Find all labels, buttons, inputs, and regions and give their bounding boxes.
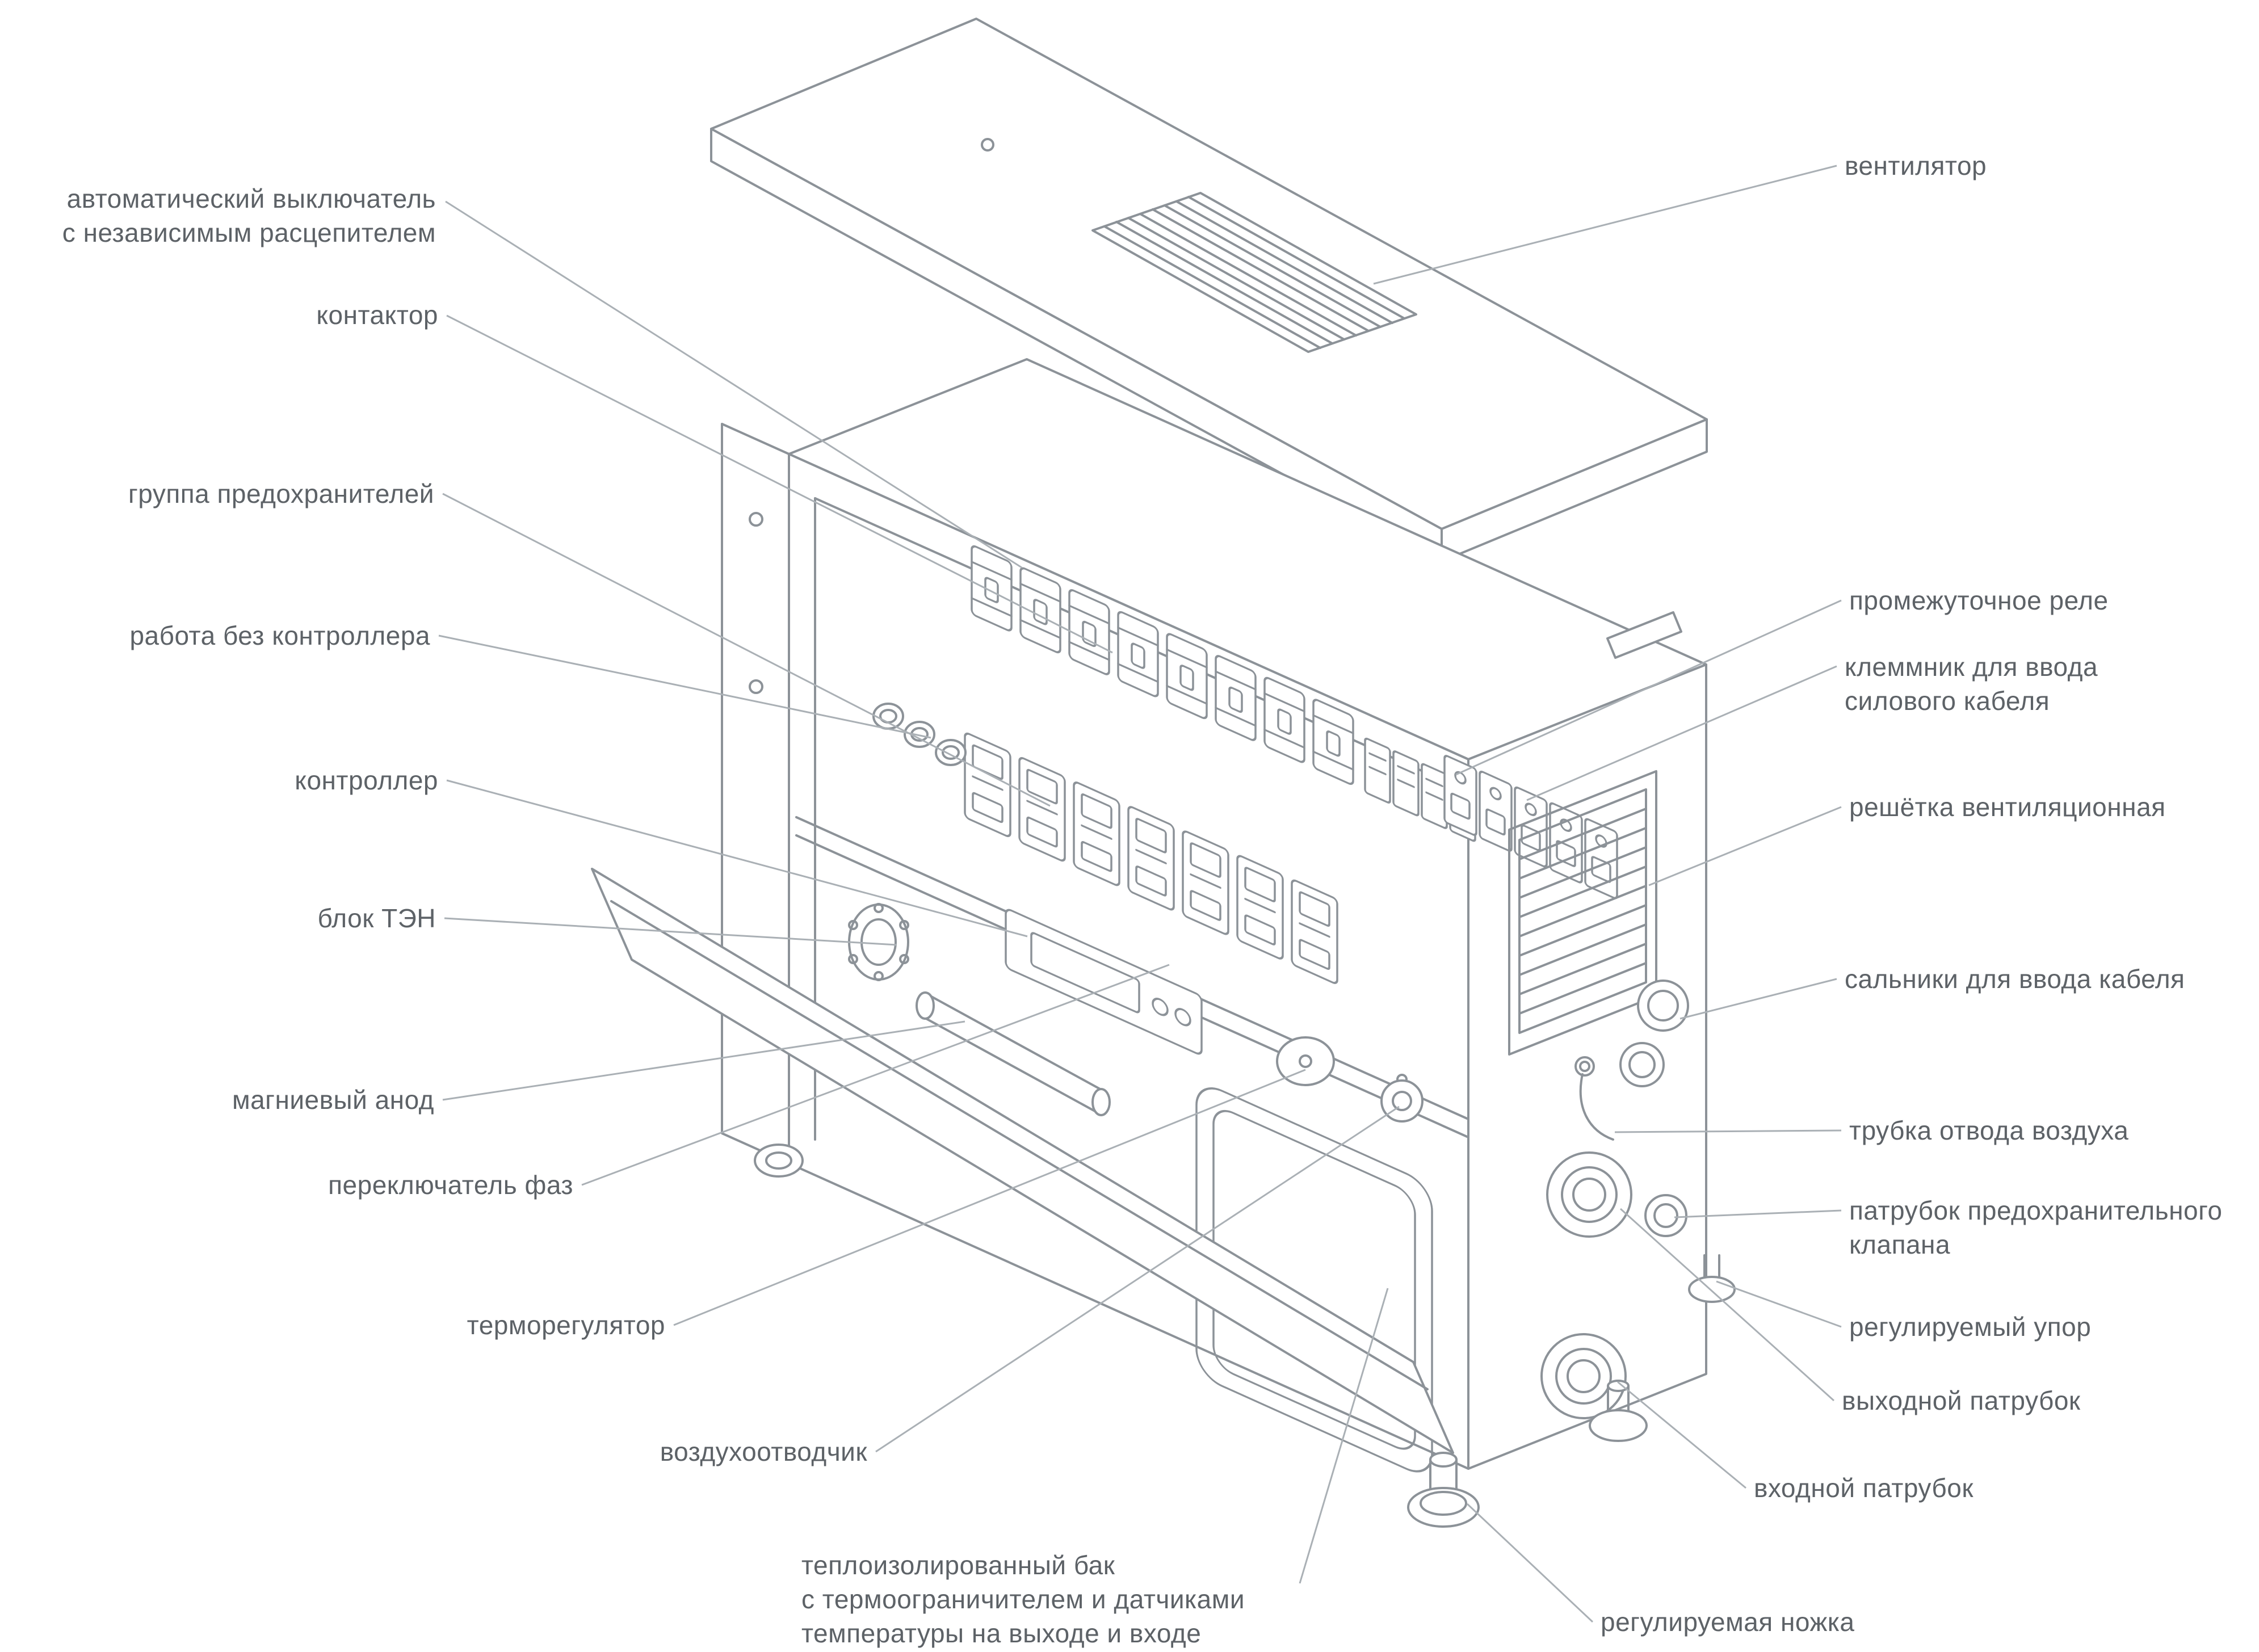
leader-tank: [1299, 1288, 1389, 1584]
outlet-pipe-stub: [1546, 1151, 1632, 1238]
leader-avtomat: [445, 200, 1022, 569]
leader-lines: [438, 165, 1842, 1623]
cable-glands: [1574, 980, 1689, 1087]
leader-controller: [446, 779, 1028, 938]
leader-fuses: [442, 493, 1051, 807]
label-thermostat: терморегулятор: [467, 1310, 665, 1340]
label-air-vent: воздухоотводчик: [660, 1437, 867, 1466]
label-no-controller: работа без контроллера: [129, 621, 430, 650]
tank-front: [1195, 1087, 1433, 1473]
label-relay: промежуточное реле: [1849, 586, 2109, 615]
label-fuses: группа предохранителей: [128, 479, 434, 508]
rear-foot: [1589, 1380, 1648, 1442]
leader-anode: [442, 1020, 965, 1101]
label-adj-foot: регулируемая ножка: [1601, 1607, 1855, 1637]
label-avtomat: автоматический выключатель с независимым…: [62, 184, 436, 247]
safety-valve-pipe: [1644, 1194, 1687, 1237]
cabinet: [591, 18, 1736, 1528]
leader-glands: [1679, 978, 1837, 1020]
leader-ten-block: [444, 917, 897, 946]
leader-air-vent: [875, 1105, 1400, 1453]
leader-outlet-pipe: [1619, 1208, 1835, 1402]
label-controller: контроллер: [295, 766, 438, 795]
leader-air-tube: [1614, 1129, 1842, 1133]
label-anode: магниевый анод: [232, 1085, 434, 1115]
adjustable-foot: [1407, 1452, 1480, 1528]
label-fan: вентилятор: [1845, 151, 1987, 180]
controller-module: [1005, 909, 1203, 1055]
leader-adj-stop: [1716, 1280, 1842, 1328]
label-ten-block: блок ТЭН: [317, 903, 436, 933]
leader-vent-grille: [1648, 806, 1842, 886]
leader-phase-switch: [581, 964, 1170, 1186]
anode-rod: [916, 991, 1111, 1116]
label-kontaktor: контактор: [316, 300, 438, 330]
inlet-pipe-stub: [1540, 1333, 1627, 1419]
handle-slot: [1606, 611, 1682, 659]
leader-thermostat: [673, 1069, 1306, 1326]
label-air-tube: трубка отвода воздуха: [1849, 1116, 2129, 1145]
label-safety-pipe: патрубок предохранительного клапана: [1849, 1196, 2223, 1259]
leader-terminal: [1526, 665, 1837, 801]
label-phase-switch: переключатель фаз: [328, 1170, 573, 1200]
thermostat-knob: [1276, 1036, 1335, 1086]
air-outlet-tube: [1579, 1073, 1614, 1141]
leader-inlet-pipe: [1617, 1381, 1746, 1489]
label-vent-grille: решётка вентиляционная: [1849, 792, 2166, 822]
front-foot: [754, 1144, 804, 1178]
leader-no-controller: [438, 634, 931, 739]
leader-fan: [1373, 165, 1837, 285]
leader-adj-foot: [1466, 1503, 1594, 1623]
leader-kontaktor: [446, 314, 1113, 654]
front-door: [591, 868, 1454, 1454]
label-tank: теплоизолированный бак с термоограничите…: [801, 1550, 1245, 1648]
label-outlet-pipe: выходной патрубок: [1842, 1386, 2081, 1415]
label-glands: сальники для ввода кабеля: [1845, 964, 2185, 994]
fan-grille: [1091, 192, 1417, 353]
leader-relay: [1455, 599, 1842, 776]
label-inlet-pipe: входной патрубок: [1754, 1473, 1974, 1503]
label-terminal: клеммник для ввода силового кабеля: [1845, 652, 2098, 716]
label-adj-stop: регулируемый упор: [1849, 1312, 2092, 1342]
leader-safety-pipe: [1674, 1209, 1842, 1218]
